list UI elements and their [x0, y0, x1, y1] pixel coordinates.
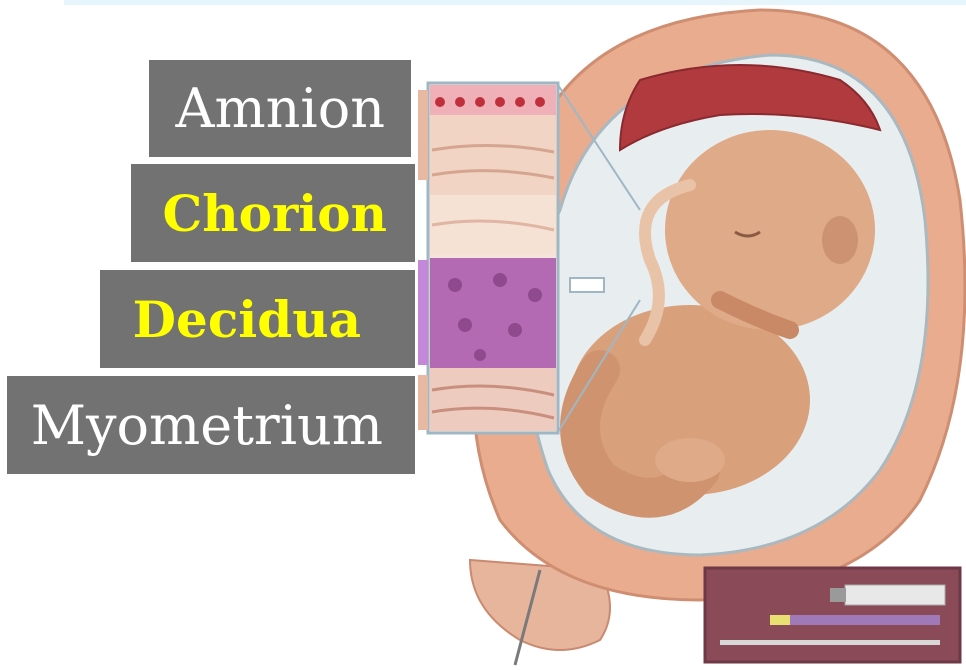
label-decidua: Decidua	[100, 270, 415, 368]
label-chorion: Chorion	[131, 164, 415, 262]
label-myometrium-text: Myometrium	[31, 394, 383, 457]
label-amnion-text: Amnion	[175, 77, 385, 140]
label-myometrium: Myometrium	[7, 376, 415, 474]
label-decidua-text: Decidua	[133, 290, 361, 349]
label-chorion-text: Chorion	[162, 184, 387, 243]
fetus-ear	[822, 216, 858, 264]
instrument-tray	[705, 568, 960, 662]
fetus-foot	[655, 438, 725, 482]
tissue-layer-inset	[418, 83, 558, 433]
label-amnion: Amnion	[149, 60, 411, 157]
callout-marker	[570, 278, 604, 292]
